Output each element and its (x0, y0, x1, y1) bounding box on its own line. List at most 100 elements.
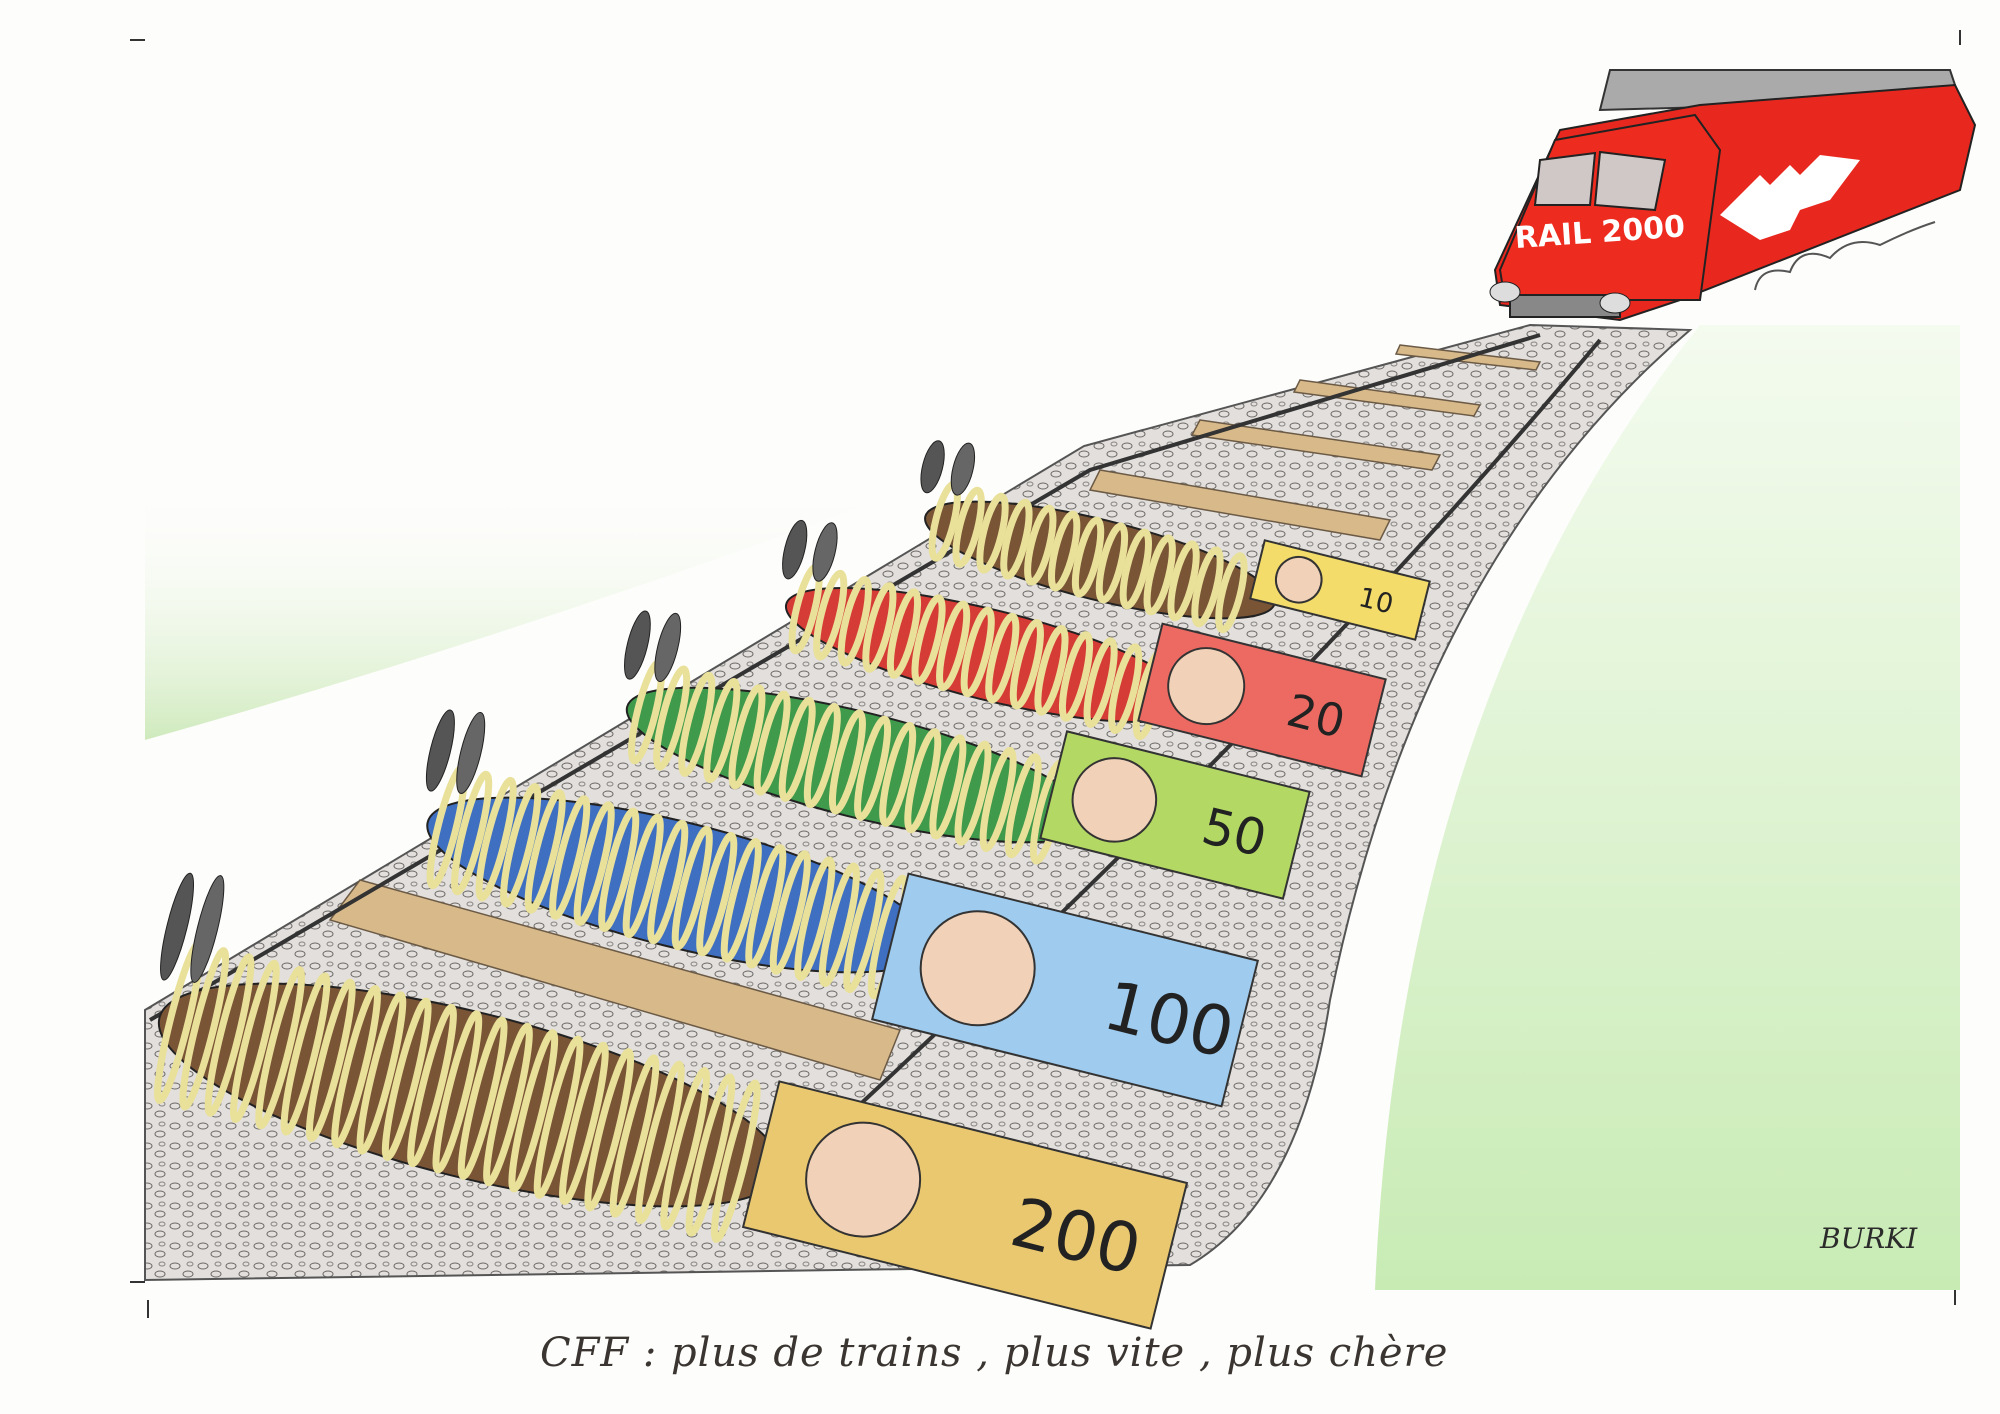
rope (862, 582, 897, 673)
rope (280, 972, 331, 1136)
rope (769, 850, 811, 975)
portrait-face (1274, 555, 1323, 604)
portrait-face (919, 910, 1036, 1027)
rope (803, 703, 841, 809)
crop-marks (130, 30, 1961, 1318)
shoe (812, 522, 838, 582)
portrait-face (1071, 757, 1158, 843)
sbb-logo-icon (1720, 155, 1860, 240)
rope (1004, 753, 1042, 859)
rope (837, 576, 872, 667)
rope (598, 807, 640, 932)
banknote-50: 50 (1039, 730, 1311, 900)
rope (1058, 631, 1094, 722)
rope (818, 862, 860, 987)
rope (904, 728, 942, 834)
rope (609, 1054, 660, 1218)
rope (1108, 643, 1143, 734)
shoe (190, 875, 225, 983)
shoe (782, 519, 808, 580)
rope (1000, 498, 1033, 580)
shoe (160, 872, 194, 981)
left-meadow (145, 480, 880, 740)
rope (703, 678, 741, 784)
rope (1024, 504, 1057, 586)
rope (500, 783, 542, 908)
rope (305, 978, 356, 1142)
rope (685, 1073, 736, 1237)
rope (745, 844, 787, 969)
portrait-face (1167, 647, 1246, 726)
rope (179, 947, 230, 1111)
caption: CFF : plus de trains , plus vite , plus … (540, 1330, 1449, 1376)
rope (230, 959, 280, 1123)
rope (728, 684, 766, 790)
rope (559, 1041, 609, 1206)
rope (483, 1022, 533, 1187)
tied-figure (920, 440, 1276, 634)
tied-figure (154, 872, 783, 1243)
rope (1034, 625, 1069, 716)
rope (653, 665, 691, 771)
rope (929, 734, 967, 840)
shoe (624, 610, 651, 680)
rope (457, 1016, 508, 1180)
portrait-face (805, 1121, 922, 1238)
artist-signature: BURKI (1820, 1222, 1918, 1255)
rope (879, 721, 917, 827)
right-meadow (1375, 325, 1960, 1290)
rope (753, 690, 791, 796)
rope (508, 1029, 559, 1193)
rope (1047, 510, 1081, 592)
rope (584, 1048, 635, 1212)
rope (573, 801, 615, 926)
rope (549, 795, 591, 920)
rope (524, 789, 566, 914)
rope (255, 966, 306, 1130)
banknote-10: 10 (1249, 539, 1431, 641)
sleepers (328, 344, 1542, 1081)
rope (660, 1067, 710, 1231)
banknote-100: 100 (870, 872, 1260, 1108)
rope (911, 594, 946, 685)
rope (976, 492, 1009, 574)
rope (356, 991, 407, 1155)
rope (1071, 516, 1105, 598)
rope (936, 600, 971, 692)
shoe (950, 442, 976, 496)
rope (985, 612, 1020, 704)
rope (843, 868, 885, 994)
shoe (920, 440, 945, 494)
tied-figure (624, 610, 1095, 865)
rope (886, 588, 922, 679)
rope (533, 1035, 584, 1199)
rope (647, 819, 689, 945)
rope (331, 984, 381, 1149)
rope (1215, 552, 1248, 634)
rope (1119, 528, 1153, 610)
rope (1009, 618, 1044, 710)
rope (204, 953, 255, 1117)
rope (678, 671, 716, 777)
shoe (456, 711, 486, 794)
rope (960, 606, 995, 698)
tied-figure (425, 709, 934, 1000)
rope (710, 1079, 761, 1243)
rope (1191, 546, 1224, 628)
rope (952, 486, 985, 568)
train-locomotive: RAIL 2000 (1489, 69, 1977, 322)
shoe (425, 709, 455, 792)
rope (813, 569, 848, 661)
rope (828, 709, 866, 815)
rope (451, 770, 493, 896)
rope (381, 997, 432, 1161)
rope (954, 740, 992, 846)
rope (407, 1003, 457, 1168)
rope (1095, 522, 1129, 604)
rope (696, 831, 738, 957)
rope (1167, 540, 1200, 622)
rope (778, 696, 816, 802)
banknote-20: 20 (1137, 622, 1387, 778)
